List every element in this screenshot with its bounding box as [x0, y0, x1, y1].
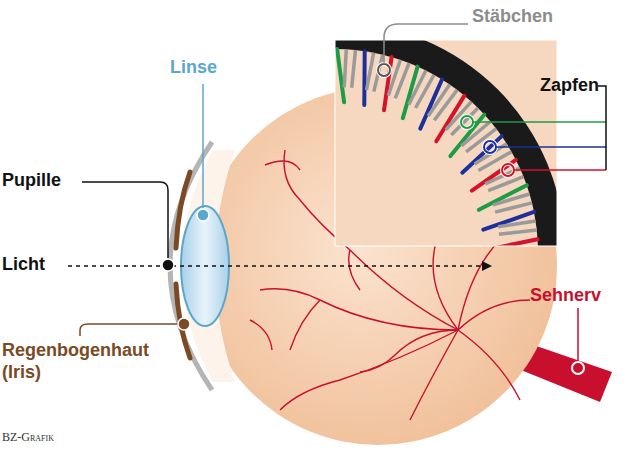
rod-cell: [499, 230, 537, 234]
cone-marker: [461, 116, 473, 128]
part-label: Licht: [2, 254, 45, 276]
leader-line: [202, 84, 204, 208]
inset-frame: [335, 40, 557, 246]
part-label: Zapfen: [540, 75, 599, 97]
rod-cell: [352, 50, 356, 88]
light-ray: [68, 265, 490, 267]
part-label: Regenbogenhaut (Iris): [2, 340, 172, 383]
lens-dot: [197, 209, 209, 221]
rod-cell: [409, 71, 426, 105]
rod-marker: [378, 64, 390, 76]
marker-ring: [378, 64, 390, 76]
leader-line: [80, 324, 178, 336]
rod-cell: [495, 203, 532, 212]
leader-line: [473, 121, 606, 123]
leader-line: [514, 169, 606, 171]
cone-cell: [420, 80, 442, 129]
part-label: Stäbchen: [472, 6, 553, 28]
part-label: Linse: [170, 57, 217, 79]
marker-ring: [461, 116, 473, 128]
retina-inset: [335, 40, 557, 246]
cone-marker: [502, 164, 514, 176]
cone-marker: [484, 141, 496, 153]
rod-cell: [344, 49, 346, 87]
leader-line: [82, 182, 168, 258]
cone-cell: [337, 49, 344, 102]
leader-line: [577, 308, 579, 362]
cone-cell: [362, 51, 366, 105]
part-label: Sehnerv: [530, 285, 601, 307]
nerve-dot: [572, 362, 584, 374]
iris-dot: [178, 318, 190, 330]
rod-cell: [498, 221, 535, 227]
part-label: Pupille: [2, 170, 61, 192]
leader-line: [384, 24, 468, 64]
leader-line: [598, 86, 606, 170]
credit-label: BZ-Grafik: [2, 430, 54, 444]
rod-cell: [395, 63, 409, 98]
cone-cell: [472, 160, 516, 191]
marker-ring: [484, 141, 496, 153]
cone-cell: [485, 239, 538, 246]
pupil-dot: [162, 259, 174, 271]
rod-cell: [367, 53, 374, 90]
leader-line: [496, 146, 606, 148]
marker-ring: [502, 164, 514, 176]
